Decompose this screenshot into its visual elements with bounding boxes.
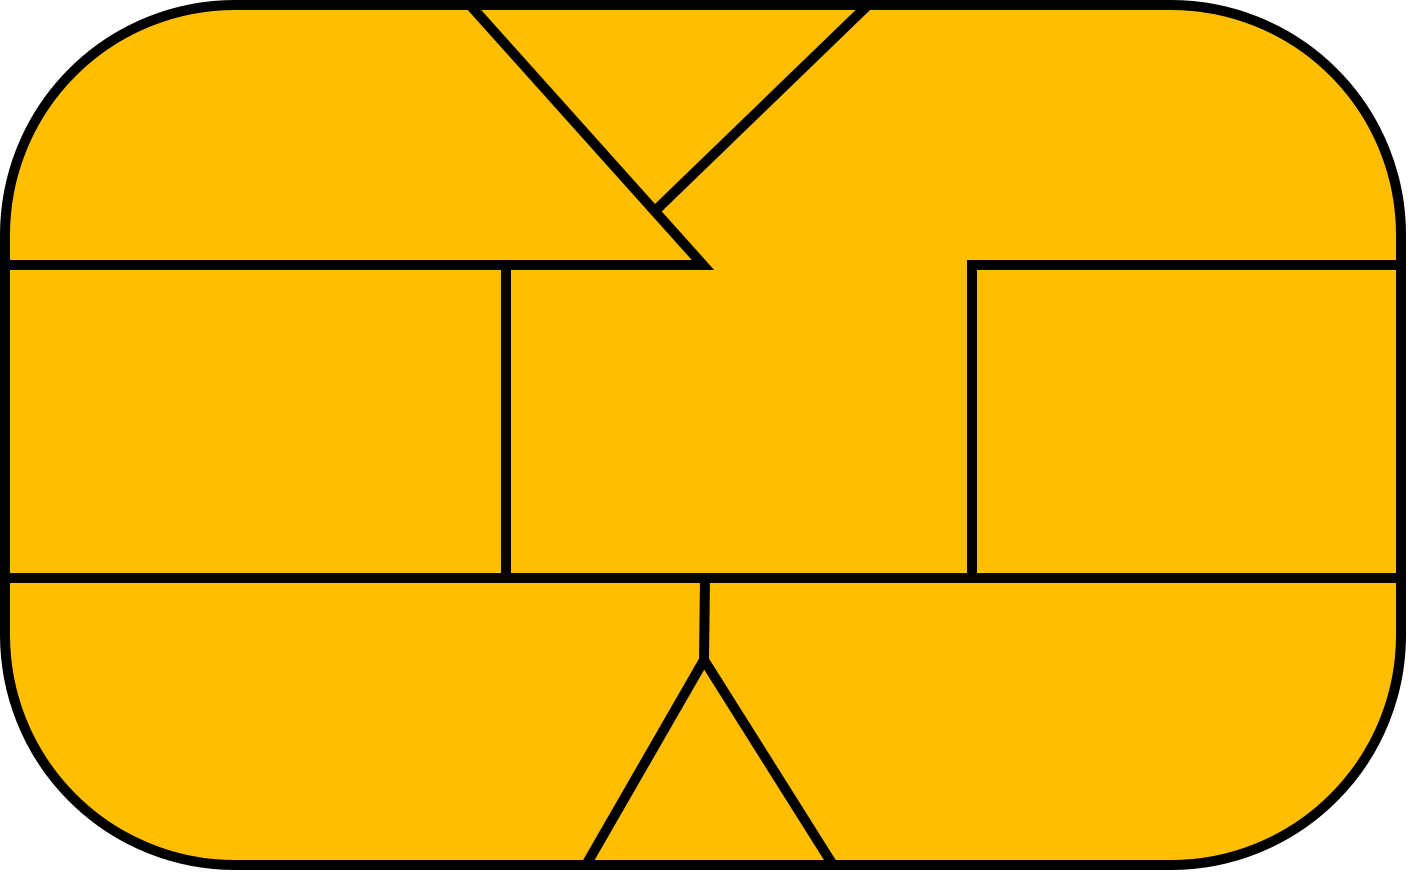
lower-left-diagonal-line xyxy=(581,657,709,868)
upper-diagonal-line xyxy=(652,1,872,214)
lower-center-stem-line xyxy=(699,577,710,661)
lower-right-diagonal-line xyxy=(699,657,838,868)
contact-lines xyxy=(5,1,1401,868)
upper-divider-line xyxy=(5,1,715,270)
upper-right-divider-line xyxy=(967,260,1401,578)
